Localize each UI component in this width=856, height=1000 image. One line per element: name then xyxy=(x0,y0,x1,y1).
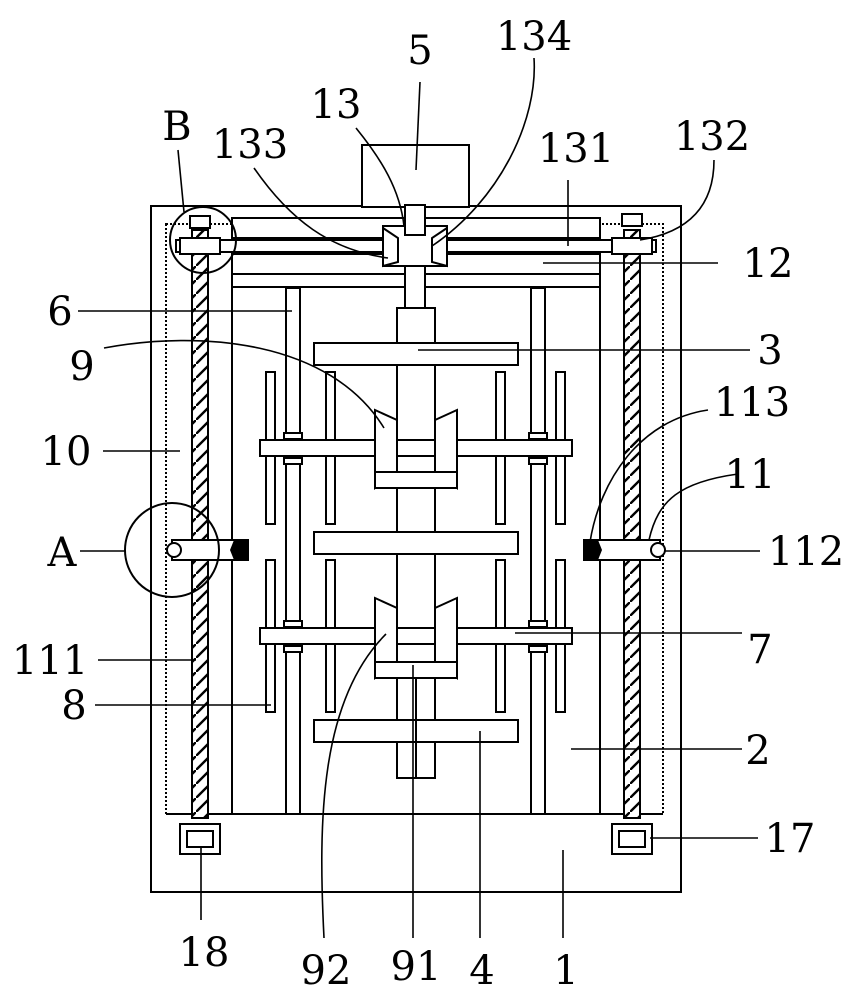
label-3: 3 xyxy=(757,328,782,374)
label-113: 113 xyxy=(714,380,790,426)
label-8: 8 xyxy=(61,683,86,729)
sleeve-clamp-upper xyxy=(374,408,458,490)
label-92: 92 xyxy=(301,948,352,994)
top-bearing-left xyxy=(179,237,221,255)
label-A: A xyxy=(47,530,78,576)
bottom-block-18 xyxy=(179,823,221,855)
label-6: 6 xyxy=(47,289,72,335)
top-cap-right xyxy=(621,213,643,227)
lead-screw-left xyxy=(191,229,209,819)
label-18: 18 xyxy=(179,930,230,976)
label-133: 133 xyxy=(212,122,288,168)
collar xyxy=(283,432,303,440)
detail-circle-a xyxy=(124,502,220,598)
label-12: 12 xyxy=(743,241,794,287)
label-9: 9 xyxy=(69,344,94,390)
leader-lines xyxy=(78,57,760,939)
post-right xyxy=(530,287,546,815)
label-1: 1 xyxy=(553,948,578,994)
slider-left xyxy=(166,539,249,561)
collar xyxy=(528,432,548,440)
label-7: 7 xyxy=(747,627,772,673)
collar xyxy=(283,645,303,653)
motor-shaft xyxy=(404,204,426,236)
sleeve-clamp-lower-92 xyxy=(374,596,458,680)
label-17: 17 xyxy=(765,816,816,862)
stir-bar-middle xyxy=(313,531,519,555)
bottom-block-17 xyxy=(611,823,653,855)
drive-shaft-upper xyxy=(404,265,426,309)
top-cap-left xyxy=(189,215,211,229)
collar xyxy=(528,645,548,653)
label-4: 4 xyxy=(469,948,494,994)
collar xyxy=(283,457,303,465)
collar xyxy=(283,620,303,628)
collar xyxy=(528,620,548,628)
arm-lower-7 xyxy=(259,627,573,645)
label-2: 2 xyxy=(745,728,770,774)
arm-upper xyxy=(259,439,573,457)
label-11: 11 xyxy=(725,452,776,498)
label-111: 111 xyxy=(12,638,88,684)
stir-bar-upper xyxy=(313,342,519,366)
top-bearing-right xyxy=(611,237,653,255)
label-13: 13 xyxy=(311,82,362,128)
label-5: 5 xyxy=(407,28,432,74)
label-134: 134 xyxy=(496,14,572,60)
collar xyxy=(528,457,548,465)
bevel-gear-133 xyxy=(382,226,399,268)
label-10: 10 xyxy=(41,429,92,475)
label-112: 112 xyxy=(768,529,844,575)
lead-screw-right xyxy=(623,229,641,819)
detail-circle-b xyxy=(169,206,237,274)
slider-right xyxy=(583,539,666,561)
label-91: 91 xyxy=(391,944,442,990)
post-left-6 xyxy=(285,287,301,815)
label-131: 131 xyxy=(538,126,614,172)
label-B: B xyxy=(162,104,191,150)
label-132: 132 xyxy=(674,114,750,160)
motor xyxy=(361,144,470,208)
